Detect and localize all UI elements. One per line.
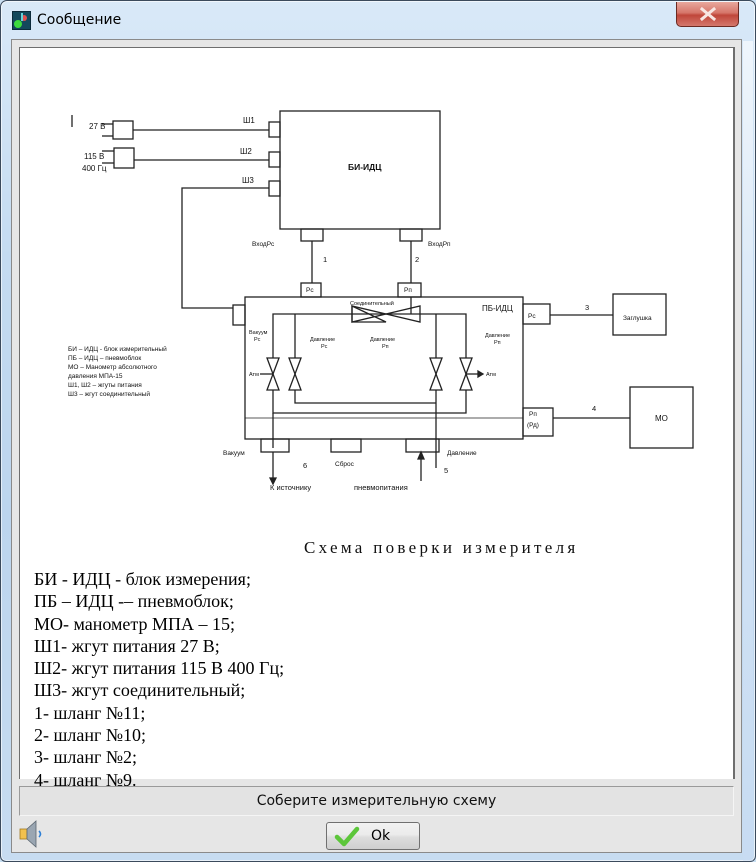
legend-item: Ш3- жгут соединительный; bbox=[34, 680, 246, 701]
title-bar[interactable]: Сообщение bbox=[1, 1, 755, 39]
speaker-icon[interactable] bbox=[17, 818, 47, 850]
legend-item: 3- шланг №2; bbox=[34, 747, 138, 768]
label-to-source: К источнику bbox=[270, 483, 311, 492]
label-sh3: Ш3 bbox=[242, 176, 254, 185]
legend-item: ПБ – ИДЦ -– пневмоблок; bbox=[34, 591, 234, 612]
ok-button-label: Ok bbox=[371, 828, 391, 844]
message-content: 27 В 115 В 400 Гц Ш1 Ш2 Ш3 БИ-ИДЦ ВходРс… bbox=[19, 47, 735, 790]
label-hose-4: 4 bbox=[592, 404, 596, 413]
label-hose-2: 2 bbox=[415, 255, 419, 264]
app-icon bbox=[12, 11, 31, 30]
small-legend-line-4: давления МПА-15 bbox=[68, 373, 123, 380]
label-115v: 115 В bbox=[84, 152, 104, 161]
valve-pressure-pp bbox=[429, 357, 443, 391]
legend-item: Ш2- жгут питания 115 В 400 Гц; bbox=[34, 658, 285, 679]
label-sh2: Ш2 bbox=[240, 147, 252, 156]
legend-item: 1- шланг №11; bbox=[34, 702, 146, 723]
small-legend-line-6: Ш3 – жгут соединительный bbox=[68, 390, 150, 398]
legend-item: Ш1- жгут питания 27 В; bbox=[34, 635, 220, 656]
plug-115v bbox=[113, 147, 135, 169]
label-mo: МО bbox=[655, 414, 668, 423]
verification-diagram: 27 В 115 В 400 Гц Ш1 Ш2 Ш3 БИ-ИДЦ ВходРс… bbox=[20, 48, 733, 568]
label-port-pc-top: Рс bbox=[306, 287, 314, 294]
window-title: Сообщение bbox=[37, 12, 122, 28]
close-icon bbox=[699, 6, 716, 22]
label-reset: Сброс bbox=[335, 460, 355, 468]
harness-sh3-line bbox=[181, 187, 269, 309]
bi-idc-block bbox=[279, 110, 441, 230]
label-connecting: Соединительный bbox=[350, 300, 394, 307]
label-400hz: 400 Гц bbox=[82, 164, 107, 173]
small-legend-line-1: БИ – ИДЦ - блок измерительный bbox=[68, 345, 167, 353]
label-pressure-pc-2: Рс bbox=[321, 344, 328, 350]
legend-item: 4- шланг №9. bbox=[34, 769, 137, 790]
status-text: Соберите измерительную схему bbox=[256, 793, 497, 809]
pb-idc-block bbox=[244, 296, 524, 440]
label-atm-left: Атм bbox=[249, 372, 259, 378]
diagram-caption: Схема поверки измерителя bbox=[304, 538, 579, 557]
dialog-client-area: 27 В 115 В 400 Гц Ш1 Ш2 Ш3 БИ-ИДЦ ВходРс… bbox=[11, 39, 742, 853]
label-port-pp-top: Рп bbox=[404, 287, 412, 294]
label-sh1: Ш1 bbox=[243, 116, 255, 125]
label-input-pc: ВходРс bbox=[252, 241, 275, 248]
ok-button[interactable]: Ok bbox=[326, 822, 420, 850]
status-bar: Соберите измерительную схему bbox=[19, 786, 734, 816]
label-port-pc-right: Рс bbox=[528, 313, 536, 320]
label-vacuum-pc-2: Рс bbox=[254, 337, 261, 343]
label-hose-1: 1 bbox=[323, 255, 327, 264]
label-pneumo: пневмопитания bbox=[354, 483, 408, 492]
small-legend-line-5: Ш1, Ш2 – жгуты питания bbox=[68, 382, 142, 389]
label-vacuum-pc-1: Вакуум bbox=[249, 330, 268, 336]
legend-list: БИ - ИДЦ - блок измерения; ПБ – ИДЦ -– п… bbox=[34, 568, 284, 791]
label-27v: 27 В bbox=[89, 122, 105, 131]
window-frame-edge bbox=[743, 41, 753, 861]
label-port-pd-right: (Рд) bbox=[527, 422, 539, 429]
mo-block bbox=[629, 386, 694, 449]
label-pressure-pp-right-2: Рп bbox=[494, 340, 501, 346]
plug-block bbox=[612, 293, 667, 336]
legend-item: 2- шланг №10; bbox=[34, 725, 147, 746]
label-pb-idc: ПБ-ИДЦ bbox=[482, 304, 513, 313]
legend-item: БИ - ИДЦ - блок измерения; bbox=[34, 569, 251, 589]
label-atm-right: Атм bbox=[486, 372, 496, 378]
label-port-pp-right: Рп bbox=[529, 411, 537, 418]
label-hose-6: 6 bbox=[303, 461, 307, 470]
label-pressure-pp-right-1: Давление bbox=[485, 333, 510, 339]
close-button[interactable] bbox=[676, 2, 739, 27]
label-pressure-pp-1: Давление bbox=[370, 337, 395, 343]
valve-pressure-pc bbox=[288, 357, 302, 391]
label-bi-idc: БИ-ИДЦ bbox=[348, 162, 382, 172]
small-legend-line-2: ПБ – ИДЦ – пневмоблок bbox=[68, 354, 141, 362]
label-hose-3: 3 bbox=[585, 303, 589, 312]
legend-item: МО- манометр МПА – 15; bbox=[34, 613, 236, 634]
label-pressure-pc-1: Давление bbox=[310, 337, 335, 343]
plug-27v bbox=[112, 120, 134, 140]
label-vacuum-bottom: Вакуум bbox=[223, 450, 245, 457]
label-plug: Заглушка bbox=[623, 315, 652, 322]
label-pressure-pp-2: Рп bbox=[382, 344, 389, 350]
checkmark-icon bbox=[334, 826, 360, 847]
label-pressure-bottom: Давление bbox=[447, 450, 477, 457]
label-hose-5: 5 bbox=[444, 466, 448, 475]
small-legend-line-3: МО – Манометр абсолютного bbox=[68, 363, 157, 371]
label-input-pp: ВходРп bbox=[428, 241, 451, 248]
